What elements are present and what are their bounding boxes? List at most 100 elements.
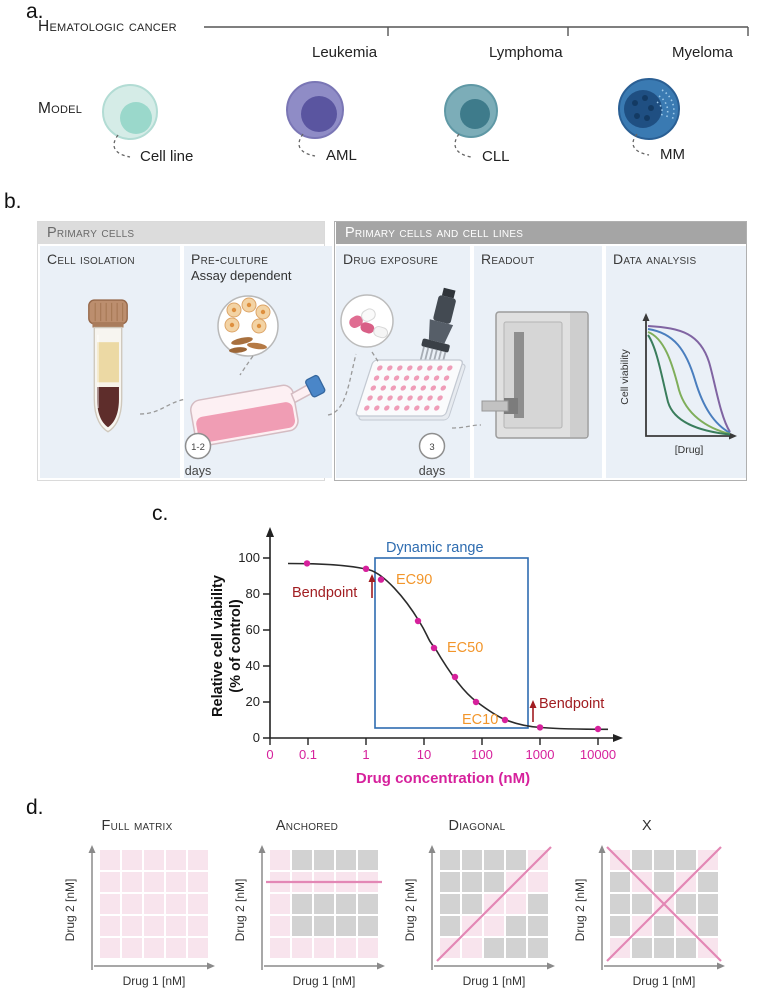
matrix-line-overlay <box>436 846 552 962</box>
matrix-cell-untested <box>654 938 674 958</box>
matrix-cell-untested <box>610 916 630 936</box>
bendpoint-left-label: Bendpoint <box>292 585 357 601</box>
matrix-y-axis: Drug 2 [nM] <box>573 845 606 970</box>
matrix-x-design: X Drug 2 [nM] Drug 1 [nM] <box>572 818 725 994</box>
matrix-cell-untested <box>358 894 378 914</box>
duration-value: 1-2 <box>191 442 205 453</box>
cell-line-inner <box>120 102 152 134</box>
matrix-cell-tested <box>100 916 120 936</box>
matrix-cell-untested <box>654 872 674 892</box>
matrix-cell-untested <box>358 850 378 870</box>
curve-very-sensitive <box>647 334 731 436</box>
matrix-cell-tested <box>144 872 164 892</box>
matrix-diagonal: Diagonal Drug 2 [nM] Drug 1 [nM] <box>402 818 555 994</box>
matrix-cell-untested <box>484 938 504 958</box>
matrix-ylabel: Drug 2 [nM] <box>233 879 247 942</box>
matrix-line-overlay <box>266 880 382 884</box>
duration-unit: days <box>185 464 211 478</box>
ec50-label: EC50 <box>447 640 483 656</box>
matrix-cell-untested <box>314 894 334 914</box>
matrix-cell-tested <box>188 916 208 936</box>
mini-dose-response-plot: Cell viability [Drug] <box>619 313 737 456</box>
category-myeloma: Myeloma <box>672 44 733 61</box>
y-tick-80: 80 <box>246 586 260 601</box>
matrix-cell-untested <box>336 850 356 870</box>
matrix-cell-tested <box>144 850 164 870</box>
lymphoma-nucleus <box>460 99 490 129</box>
matrix-cell-untested <box>698 916 718 936</box>
matrix-cell-untested <box>484 850 504 870</box>
conical-tube-icon <box>88 299 128 433</box>
x-tick-0.1: 0.1 <box>299 747 317 762</box>
matrix-title-diagonal: Diagonal <box>448 818 506 834</box>
plate-wells <box>364 365 453 411</box>
capsule-icon <box>349 308 376 328</box>
reader-tray <box>481 400 509 412</box>
myeloma-er-dots <box>656 89 675 121</box>
dynamic-range-box <box>374 557 529 729</box>
matrix-cell-untested <box>462 894 482 914</box>
model-cell-line: Cell line <box>102 84 193 165</box>
matrix-cell-tested <box>144 916 164 936</box>
matrix-cell-tested <box>462 938 482 958</box>
matrix-grid <box>100 850 208 958</box>
matrix-cell-untested <box>676 850 696 870</box>
cells-and-lines-frame <box>334 221 747 481</box>
matrix-cell-untested <box>698 894 718 914</box>
duration-clock-3-days: 3 days <box>418 432 446 478</box>
data-points <box>303 560 602 733</box>
matrix-cell-tested <box>336 938 356 958</box>
matrix-cell-tested <box>144 938 164 958</box>
matrix-x-axis: Drug 1 [nM] <box>94 962 215 988</box>
matrix-cell-untested <box>440 916 460 936</box>
matrix-cell-tested <box>166 850 186 870</box>
model-aml: AML <box>286 81 357 164</box>
matrix-cell-untested <box>698 872 718 892</box>
curve-sensitive <box>647 331 731 435</box>
matrix-cell-untested <box>654 850 674 870</box>
matrix-full: Full matrix Drug 2 [nM] Drug 1 [nM] <box>62 818 215 994</box>
spindle-cells <box>229 337 267 353</box>
matrix-title-full: Full matrix <box>101 818 173 834</box>
matrix-cell-untested <box>314 850 334 870</box>
matrix-x-axis: Drug 1 [nM] <box>264 962 385 988</box>
capsule-icon <box>360 322 389 339</box>
matrix-cell-untested <box>528 938 548 958</box>
y-tick-60: 60 <box>246 622 260 637</box>
matrix-cell-tested <box>166 872 186 892</box>
mini-plot-ylabel: Cell viability <box>619 349 631 405</box>
category-leukemia: Leukemia <box>312 44 378 61</box>
matrix-cell-tested <box>484 916 504 936</box>
matrix-xlabel: Drug 1 [nM] <box>463 974 526 988</box>
matrix-title-anchored: Anchored <box>275 818 339 834</box>
matrix-cell-tested <box>166 916 186 936</box>
matrix-cell-tested <box>270 894 290 914</box>
matrix-cell-tested <box>122 872 142 892</box>
matrix-line-overlay <box>100 850 208 958</box>
dose-response-chart: 100 80 60 40 20 0 0 0.1 1 10 100 1000 10… <box>210 527 623 787</box>
matrix-cell-tested <box>166 938 186 958</box>
duration-clock-1-2-days: 1-2 days <box>184 432 212 478</box>
x-tick-10: 10 <box>417 747 431 762</box>
matrix-cell-untested <box>440 872 460 892</box>
group-header-primary-cells: Primary cells <box>38 222 324 244</box>
y-tick-100: 100 <box>238 550 260 565</box>
bendpoint-right-label: Bendpoint <box>539 696 604 712</box>
x-axis-label: Drug concentration (nM) <box>356 770 530 787</box>
matrix-cell-untested <box>610 894 630 914</box>
model-label: Model <box>38 100 83 117</box>
matrix-cell-tested <box>188 872 208 892</box>
drug-capsules-inset-icon <box>340 294 394 348</box>
well-plate-icon <box>355 359 466 421</box>
matrix-cell-untested <box>654 916 674 936</box>
matrix-cell-tested <box>292 938 312 958</box>
matrix-grid <box>440 850 548 958</box>
panel-d-label: d. <box>26 796 44 819</box>
step-subtitle-assay-dependent: Assay dependent <box>191 268 292 283</box>
step-title-drug-exposure: Drug exposure <box>343 251 439 267</box>
combination-design-line <box>606 846 722 962</box>
panel-a-title: Hematologic cancer <box>38 18 177 35</box>
y-tick-40: 40 <box>246 658 260 673</box>
matrix-cell-tested <box>270 850 290 870</box>
step-title-readout: Readout <box>481 251 535 267</box>
